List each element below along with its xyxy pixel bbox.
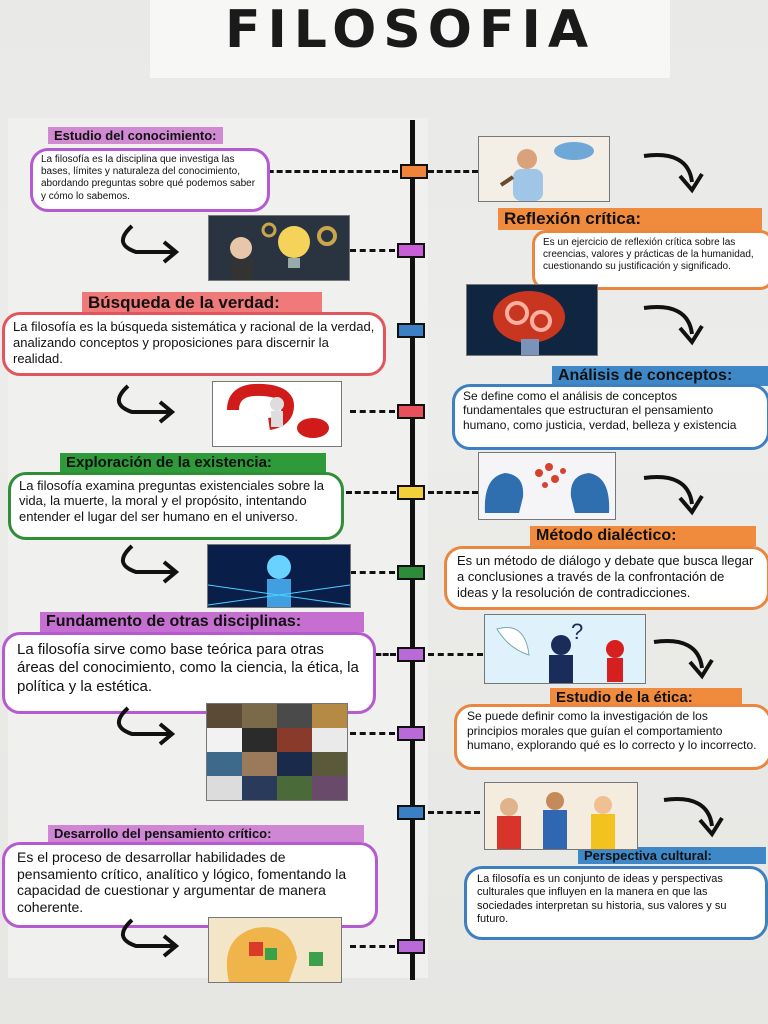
curved-arrow-icon <box>663 797 724 838</box>
connector-2 <box>350 249 395 252</box>
heading-metodo-dialectico: Método dialéctico: <box>530 526 756 546</box>
timeline-marker-2 <box>397 243 425 258</box>
box-desarrollo-pensamiento: Es el proceso de desarrollar habilidades… <box>2 842 378 928</box>
box-metodo-dialectico: Es un método de diálogo y debate que bus… <box>444 546 768 610</box>
curved-arrow-icon <box>117 384 176 424</box>
heading-perspectiva-cultural: Perspectiva cultural: <box>578 847 766 864</box>
connector-8 <box>350 732 395 735</box>
timeline-marker-3 <box>397 323 425 338</box>
heading-analisis-conceptos: Análisis de conceptos: <box>552 366 768 386</box>
heading-reflexion-critica: Reflexión crítica: <box>498 208 762 230</box>
connector-9 <box>428 811 480 814</box>
box-estudio-etica: Se puede definir como la investigación d… <box>454 704 768 770</box>
timeline-marker-1 <box>400 164 428 179</box>
timeline-marker-9 <box>397 805 425 820</box>
gear-brain-image <box>466 284 598 356</box>
connector-5 <box>346 491 396 494</box>
connector-7b <box>428 653 483 656</box>
curved-arrow-icon <box>121 544 180 584</box>
curved-arrow-icon <box>643 305 704 346</box>
svg-text:?: ? <box>571 619 583 644</box>
connector-10 <box>350 945 395 948</box>
connector-5b <box>428 491 478 494</box>
curved-arrow-icon <box>117 706 176 746</box>
connector-6 <box>350 571 395 574</box>
box-perspectiva-cultural: La filosofía es un conjunto de ideas y p… <box>464 866 768 940</box>
heads-exchanging-ideas-image <box>478 452 616 520</box>
curved-arrow-icon <box>121 224 180 264</box>
curved-arrow-icon <box>653 639 714 680</box>
science-art-collage-image <box>206 703 348 801</box>
heading-exploracion-existencia: Exploración de la existencia: <box>60 453 326 472</box>
box-reflexion-critica: Es un ejercicio de reflexión crítica sob… <box>532 230 768 290</box>
thinking-man-image <box>478 136 610 202</box>
timeline-marker-8 <box>397 726 425 741</box>
timeline-marker-10 <box>397 939 425 954</box>
timeline-line <box>410 120 415 980</box>
cultural-figures-image <box>484 782 638 850</box>
timeline-marker-4 <box>397 404 425 419</box>
box-exploracion-existencia: La filosofía examina preguntas existenci… <box>8 472 344 540</box>
timeline-marker-6 <box>397 565 425 580</box>
box-analisis-conceptos: Se define como el análisis de conceptos … <box>452 384 768 450</box>
connector-7 <box>368 653 396 656</box>
curved-arrow-icon <box>121 918 180 958</box>
heading-estudio-etica: Estudio de la ética: <box>550 688 742 707</box>
timeline-marker-7 <box>397 647 425 662</box>
box-estudio-conocimiento: La filosofía es la disciplina que invest… <box>30 148 270 212</box>
heading-busqueda-verdad: Búsqueda de la verdad: <box>82 292 322 314</box>
red-question-mark-image <box>212 381 342 447</box>
puzzle-head-image <box>208 917 342 983</box>
timeline-marker-5 <box>397 485 425 500</box>
box-busqueda-verdad: La filosofía es la búsqueda sistemática … <box>2 312 386 376</box>
heading-estudio-conocimiento: Estudio del conocimiento: <box>48 127 223 144</box>
curved-arrow-icon <box>643 475 704 516</box>
digital-human-image <box>207 544 351 608</box>
page-title: FILOSOFIA <box>150 0 670 78</box>
woman-lightbulb-image <box>208 215 350 281</box>
curved-arrow-icon <box>643 153 704 194</box>
heading-fundamento-disciplinas: Fundamento de otras disciplinas: <box>40 612 364 632</box>
connector-4 <box>350 410 395 413</box>
angel-devil-dilemma-image: ? <box>484 614 646 684</box>
connector-1b <box>428 170 478 173</box>
connector-1 <box>250 170 398 173</box>
heading-desarrollo-pensamiento: Desarrollo del pensamiento crítico: <box>48 825 364 842</box>
box-fundamento-disciplinas: La filosofía sirve como base teórica par… <box>2 632 376 714</box>
